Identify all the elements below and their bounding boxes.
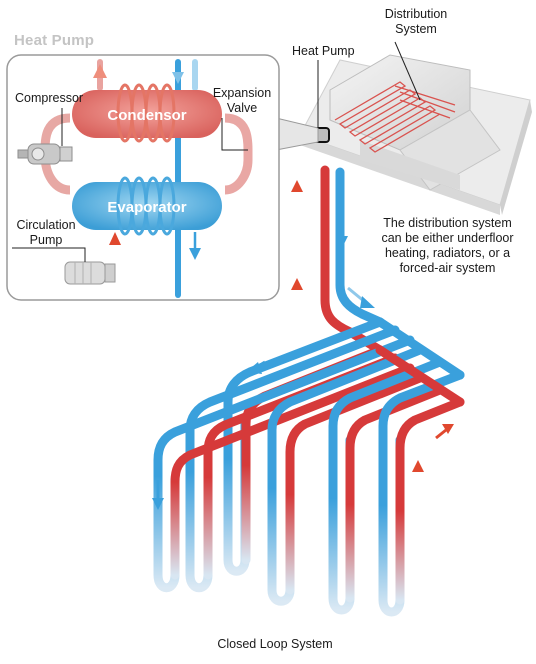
condensor-label: Condensor — [107, 107, 186, 124]
underfloor-coils — [334, 81, 456, 153]
arrow-up-icon — [109, 232, 121, 245]
distribution-note: The distribution system can be either un… — [365, 216, 530, 276]
arrow-up-icon — [291, 180, 303, 192]
note-line-1: The distribution system — [383, 216, 512, 230]
expansion-line-1: Expansion — [212, 86, 272, 100]
arrow-down-icon — [336, 236, 348, 248]
arrow-down-icon — [189, 248, 201, 260]
inset-title: Heat Pump — [14, 32, 95, 49]
closed-loop-system — [153, 317, 465, 617]
arrow-down-icon — [152, 498, 164, 510]
compressor-icon — [17, 143, 73, 165]
arrow-up-icon — [412, 460, 424, 472]
closed-loop-label: Closed Loop System — [217, 637, 333, 651]
loop-11-blue — [378, 370, 465, 617]
note-line-3: heating, radiators, or a — [384, 246, 511, 260]
arrow-down-icon — [246, 362, 262, 374]
loop-1-blue — [223, 317, 385, 576]
loop-3-blue — [185, 325, 400, 593]
loop-9-blue — [328, 357, 445, 615]
arrow-down-icon — [360, 296, 375, 308]
evaporator-label: Evaporator — [107, 199, 186, 216]
arrow-up-icon — [291, 278, 303, 290]
circulation-pump-label: Circulation Pump — [8, 218, 84, 248]
condensor-coils — [116, 83, 176, 143]
loop-5-blue — [153, 335, 415, 593]
circulation-line-1: Circulation — [16, 218, 76, 232]
distribution-line-2: System — [395, 22, 437, 36]
flow-arrows — [152, 180, 454, 510]
distribution-line-1: Distribution — [384, 7, 448, 21]
house — [299, 54, 532, 215]
heat-pump-label: Heat Pump — [292, 44, 355, 58]
loop-8-red — [285, 373, 425, 595]
arrow-up-icon — [442, 424, 454, 434]
expansion-line-2: Valve — [226, 101, 258, 115]
note-line-4: forced-air system — [399, 261, 496, 275]
expansion-valve-label: Expansion Valve — [210, 86, 274, 116]
loop-12-red — [395, 397, 465, 605]
loop-10-red — [345, 385, 445, 603]
loop-7-blue — [267, 345, 425, 606]
heat-pump-inset: Condensor Evaporator — [6, 41, 421, 301]
note-line-2: can be either underfloor — [381, 231, 514, 245]
compressor-label: Compressor — [15, 91, 84, 105]
arrow-down-icon — [172, 72, 184, 84]
circulation-line-2: Pump — [29, 233, 63, 247]
evaporator-coils — [116, 176, 176, 236]
loop-6-red — [170, 363, 415, 580]
distribution-system-label: Distribution System — [380, 7, 452, 37]
arrow-up-icon — [93, 64, 107, 78]
circulation-pump-icon — [64, 261, 116, 285]
